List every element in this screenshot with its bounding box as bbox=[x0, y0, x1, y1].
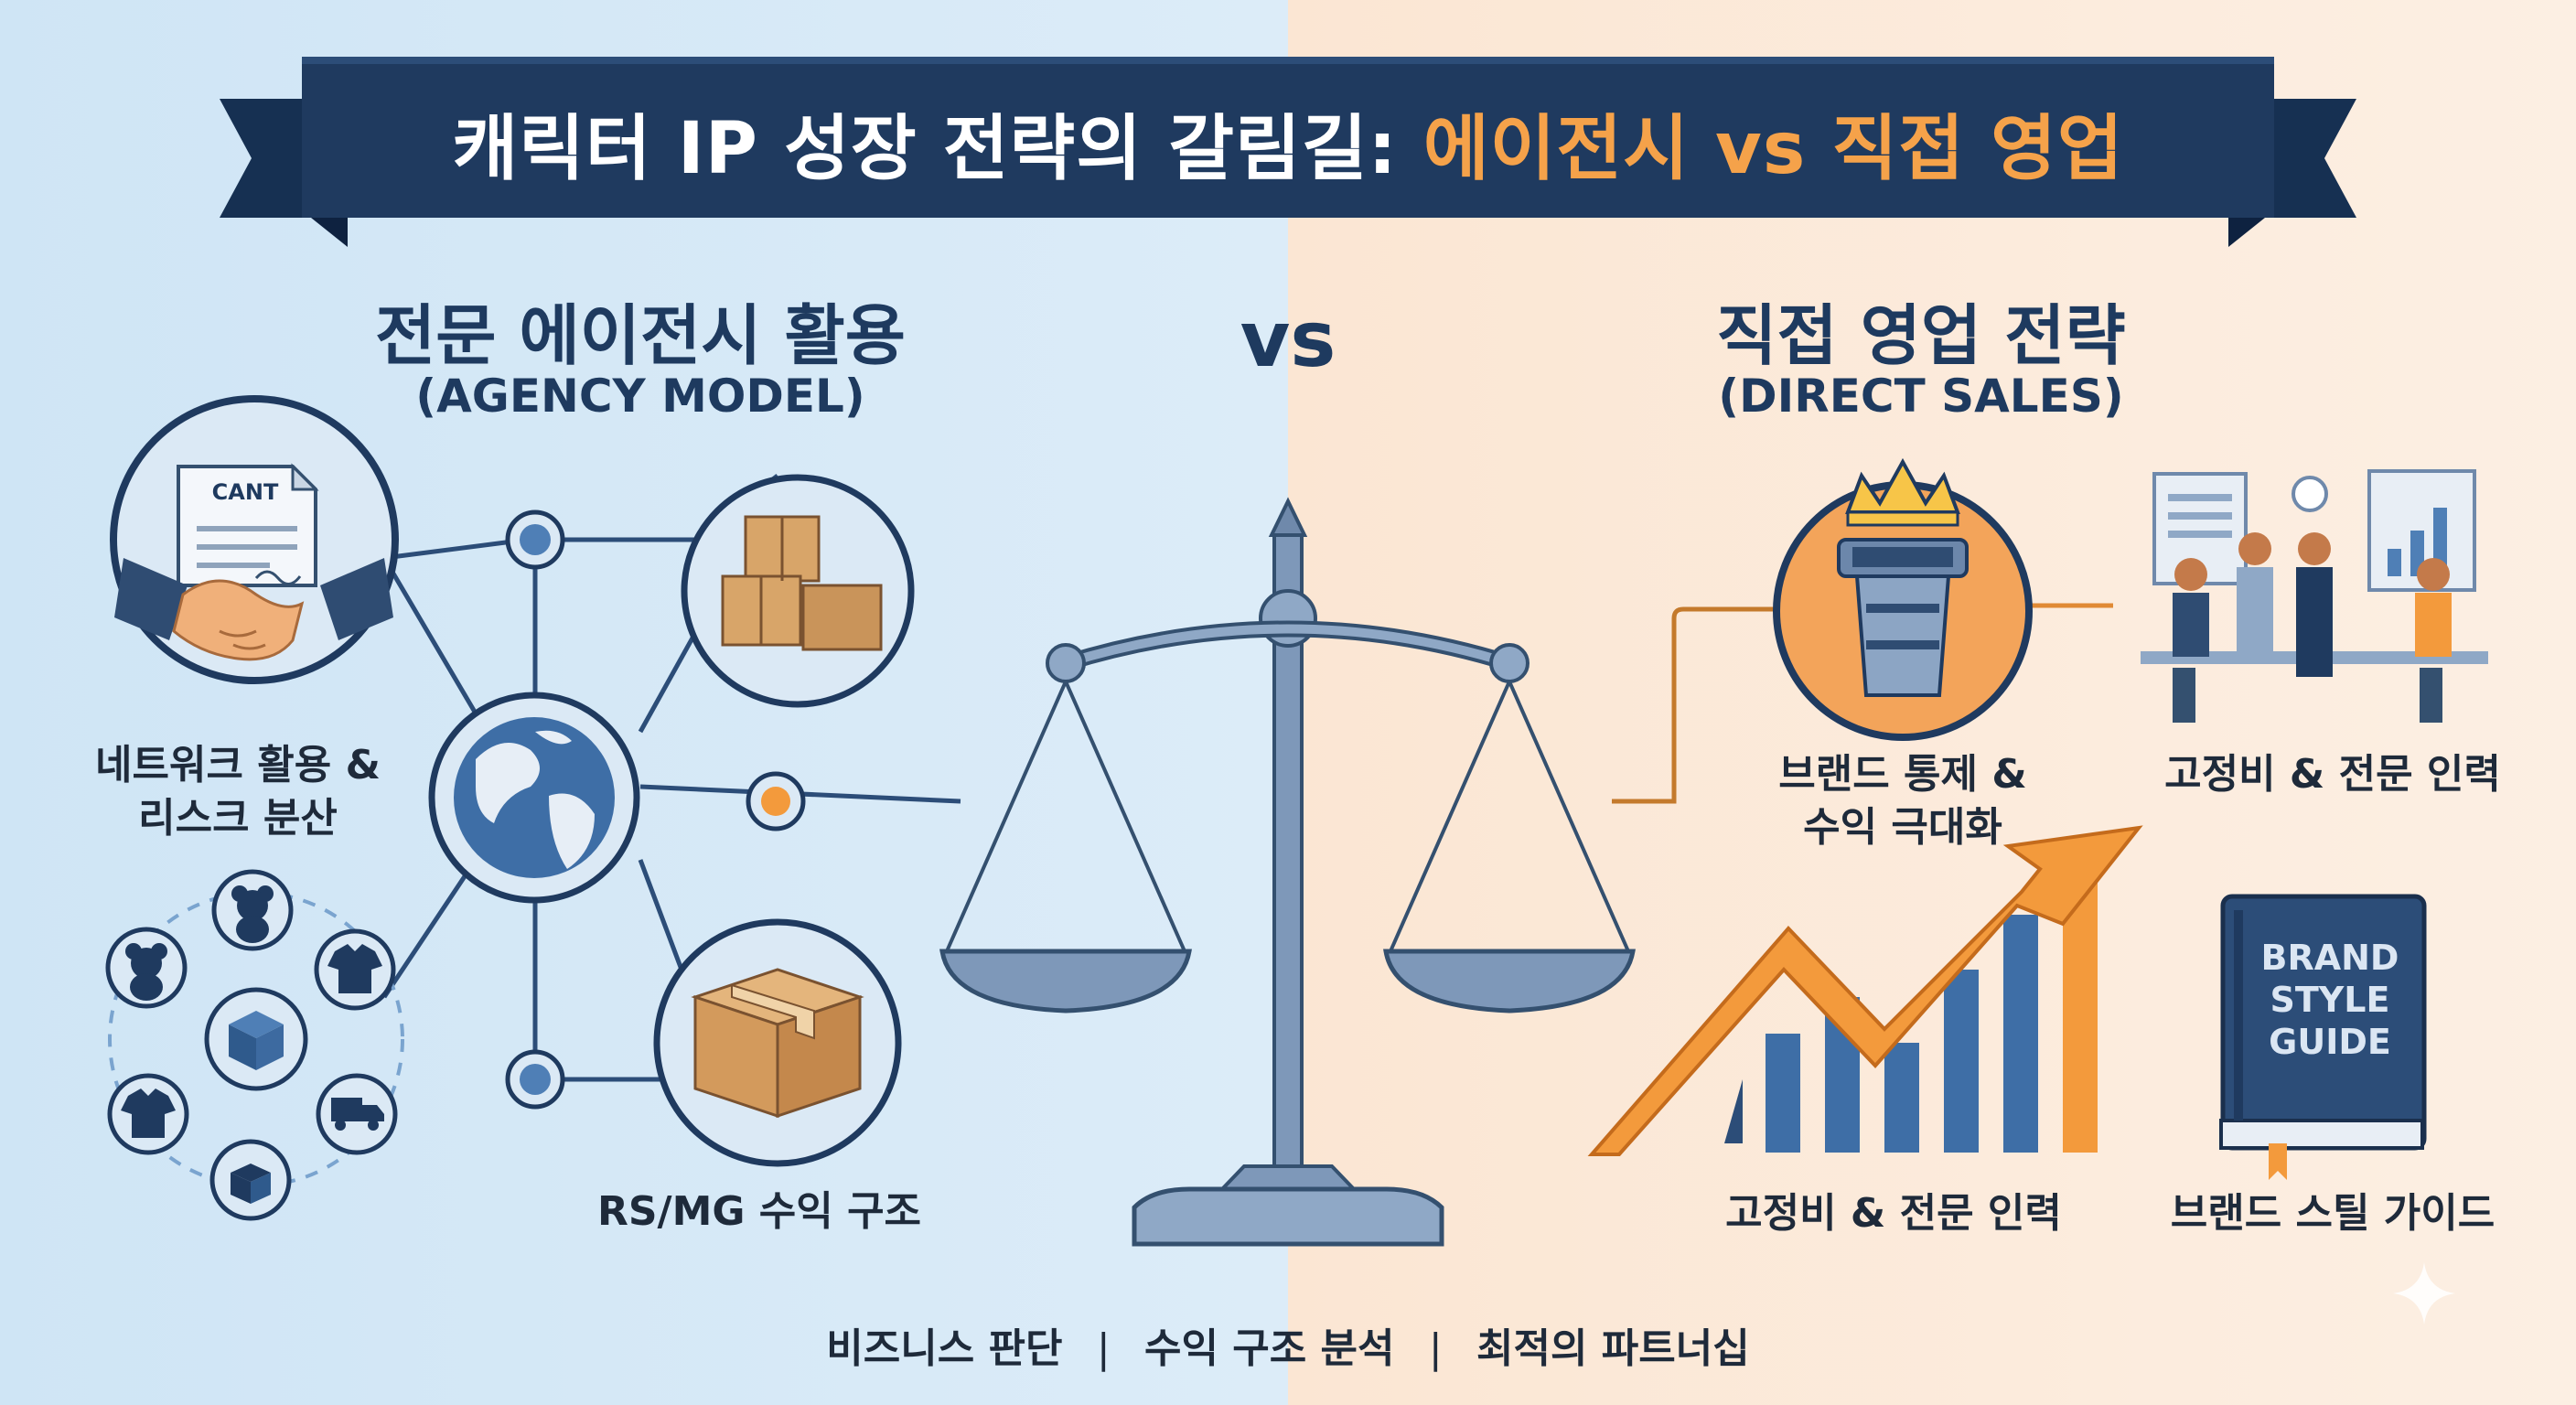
network-label: 네트워크 활용 & 리스크 분산 bbox=[95, 742, 381, 842]
globe-icon bbox=[428, 692, 640, 904]
fixed-cost-label-bottom: 고정비 & 전문 인력 bbox=[1725, 1190, 2062, 1237]
open-box-icon bbox=[209, 1139, 292, 1221]
network-node bbox=[505, 509, 565, 570]
teddy-bear-icon bbox=[211, 869, 294, 951]
title-accent: 에이전시 vs 직접 영업 bbox=[1422, 108, 2124, 190]
boxes-icon bbox=[681, 474, 915, 708]
book-line: STYLE bbox=[2270, 980, 2390, 1020]
meeting-icon bbox=[2141, 469, 2488, 723]
revenue-label: RS/MG 수익 구조 bbox=[596, 1188, 922, 1235]
crown-tower-icon bbox=[1773, 457, 2033, 741]
page-title: 캐릭터 IP 성장 전략의 갈림길: 에이전시 vs 직접 영업 bbox=[302, 91, 2274, 194]
footer-item: 비즈니스 판단 bbox=[826, 1325, 1063, 1372]
tshirt-icon bbox=[107, 1073, 189, 1155]
left-heading: 전문 에이전시 활용 bbox=[374, 297, 907, 374]
growth-arrow-icon bbox=[1587, 825, 2143, 1156]
truck-icon bbox=[316, 1073, 398, 1155]
scale-icon bbox=[939, 497, 1636, 1247]
right-subheading: (DIRECT SALES) bbox=[1718, 370, 2124, 423]
open-box-icon bbox=[204, 987, 308, 1091]
footer-item: 최적의 파트너십 bbox=[1476, 1325, 1750, 1372]
tshirt-icon bbox=[314, 928, 396, 1011]
footer-separator: | bbox=[1096, 1325, 1111, 1372]
title-banner bbox=[220, 57, 2356, 247]
style-guide-label: 브랜드 스틸 가이드 bbox=[2170, 1190, 2496, 1237]
crown-icon bbox=[1845, 457, 1960, 527]
tower-icon bbox=[1837, 538, 1969, 697]
book-title: BRAND STYLE GUIDE bbox=[2243, 937, 2417, 1063]
network-node-orange bbox=[746, 771, 806, 831]
contract-icon bbox=[177, 463, 319, 587]
connector-line bbox=[1612, 606, 1775, 804]
left-subheading: (AGENCY MODEL) bbox=[415, 370, 865, 423]
footer-separator: | bbox=[1428, 1325, 1443, 1372]
fixed-cost-label: 고정비 & 전문 인력 bbox=[2164, 751, 2501, 798]
book-line: GUIDE bbox=[2269, 1022, 2391, 1062]
book-icon bbox=[2219, 894, 2427, 1180]
product-ring bbox=[105, 869, 404, 1221]
network-node bbox=[505, 1049, 565, 1110]
brand-control-label: 브랜드 통제 & 수익 극대화 bbox=[1778, 751, 2027, 851]
sparkle-icon bbox=[2393, 1262, 2455, 1325]
teddy-bear-icon bbox=[105, 927, 188, 1009]
footer: 비즈니스 판단 | 수익 구조 분석 | 최적의 파트너십 bbox=[640, 1315, 1936, 1374]
handshake-icon bbox=[110, 395, 399, 684]
book-line: BRAND bbox=[2260, 938, 2399, 978]
vs-label: vs bbox=[1240, 295, 1336, 384]
contract-label: CANT bbox=[211, 479, 279, 505]
box-icon bbox=[653, 918, 902, 1167]
footer-item: 수익 구조 분석 bbox=[1143, 1325, 1395, 1372]
right-heading: 직접 영업 전략 bbox=[1716, 297, 2126, 374]
title-prefix: 캐릭터 IP 성장 전략의 갈림길: bbox=[452, 108, 1423, 190]
